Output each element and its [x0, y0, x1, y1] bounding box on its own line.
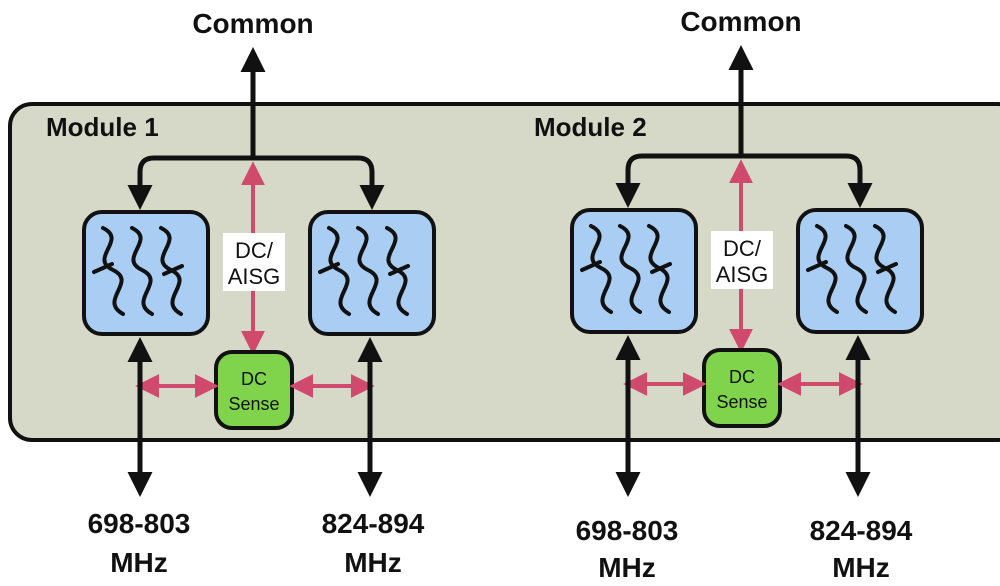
split-signal-path	[615, 153, 873, 208]
right-filter	[308, 210, 436, 336]
dc-aisg-label-line1: DC/	[723, 236, 762, 261]
right-filter	[796, 208, 924, 334]
module-2: Module 2 Common D	[534, 6, 924, 583]
bandpass-filter-icon	[318, 226, 410, 316]
right-port-label-line2: MHz	[832, 552, 890, 583]
dc-sense-box	[214, 350, 294, 430]
dc-aisg-label-line1: DC/	[235, 238, 274, 263]
left-port-label-line2: MHz	[598, 552, 656, 583]
common-port-label: Common	[192, 8, 313, 39]
dc-sense-label-line1: DC	[729, 367, 755, 387]
module-title: Module 1	[46, 112, 159, 142]
dc-aisg-label-line2: AISG	[716, 262, 769, 287]
dc-aisg-label-line2: AISG	[228, 264, 281, 289]
left-port-label-line2: MHz	[110, 547, 168, 578]
dc-sense-box	[702, 348, 782, 428]
dc-sense-label-line1: DC	[241, 369, 267, 389]
left-filter	[570, 208, 698, 334]
bandpass-filter-icon	[806, 224, 898, 314]
dc-sense-label-line2: Sense	[228, 394, 279, 414]
dc-sense-label-line2: Sense	[716, 392, 767, 412]
split-signal-path	[127, 155, 385, 210]
left-port-label-line1: 698-803	[576, 515, 679, 546]
right-port-label-line2: MHz	[344, 547, 402, 578]
common-port-label: Common	[680, 6, 801, 37]
module-1: Module 1 Common	[46, 8, 436, 578]
dc-aisg-label-bg	[223, 233, 285, 291]
module-title: Module 2	[534, 112, 647, 142]
left-filter	[82, 210, 210, 336]
dc-aisg-label-bg	[711, 231, 773, 289]
left-port-label-line1: 698-803	[88, 508, 191, 539]
bandpass-filter-icon	[92, 226, 184, 316]
right-port-label-line1: 824-894	[810, 515, 913, 546]
bandpass-filter-icon	[580, 224, 672, 314]
right-port-label-line1: 824-894	[322, 508, 425, 539]
